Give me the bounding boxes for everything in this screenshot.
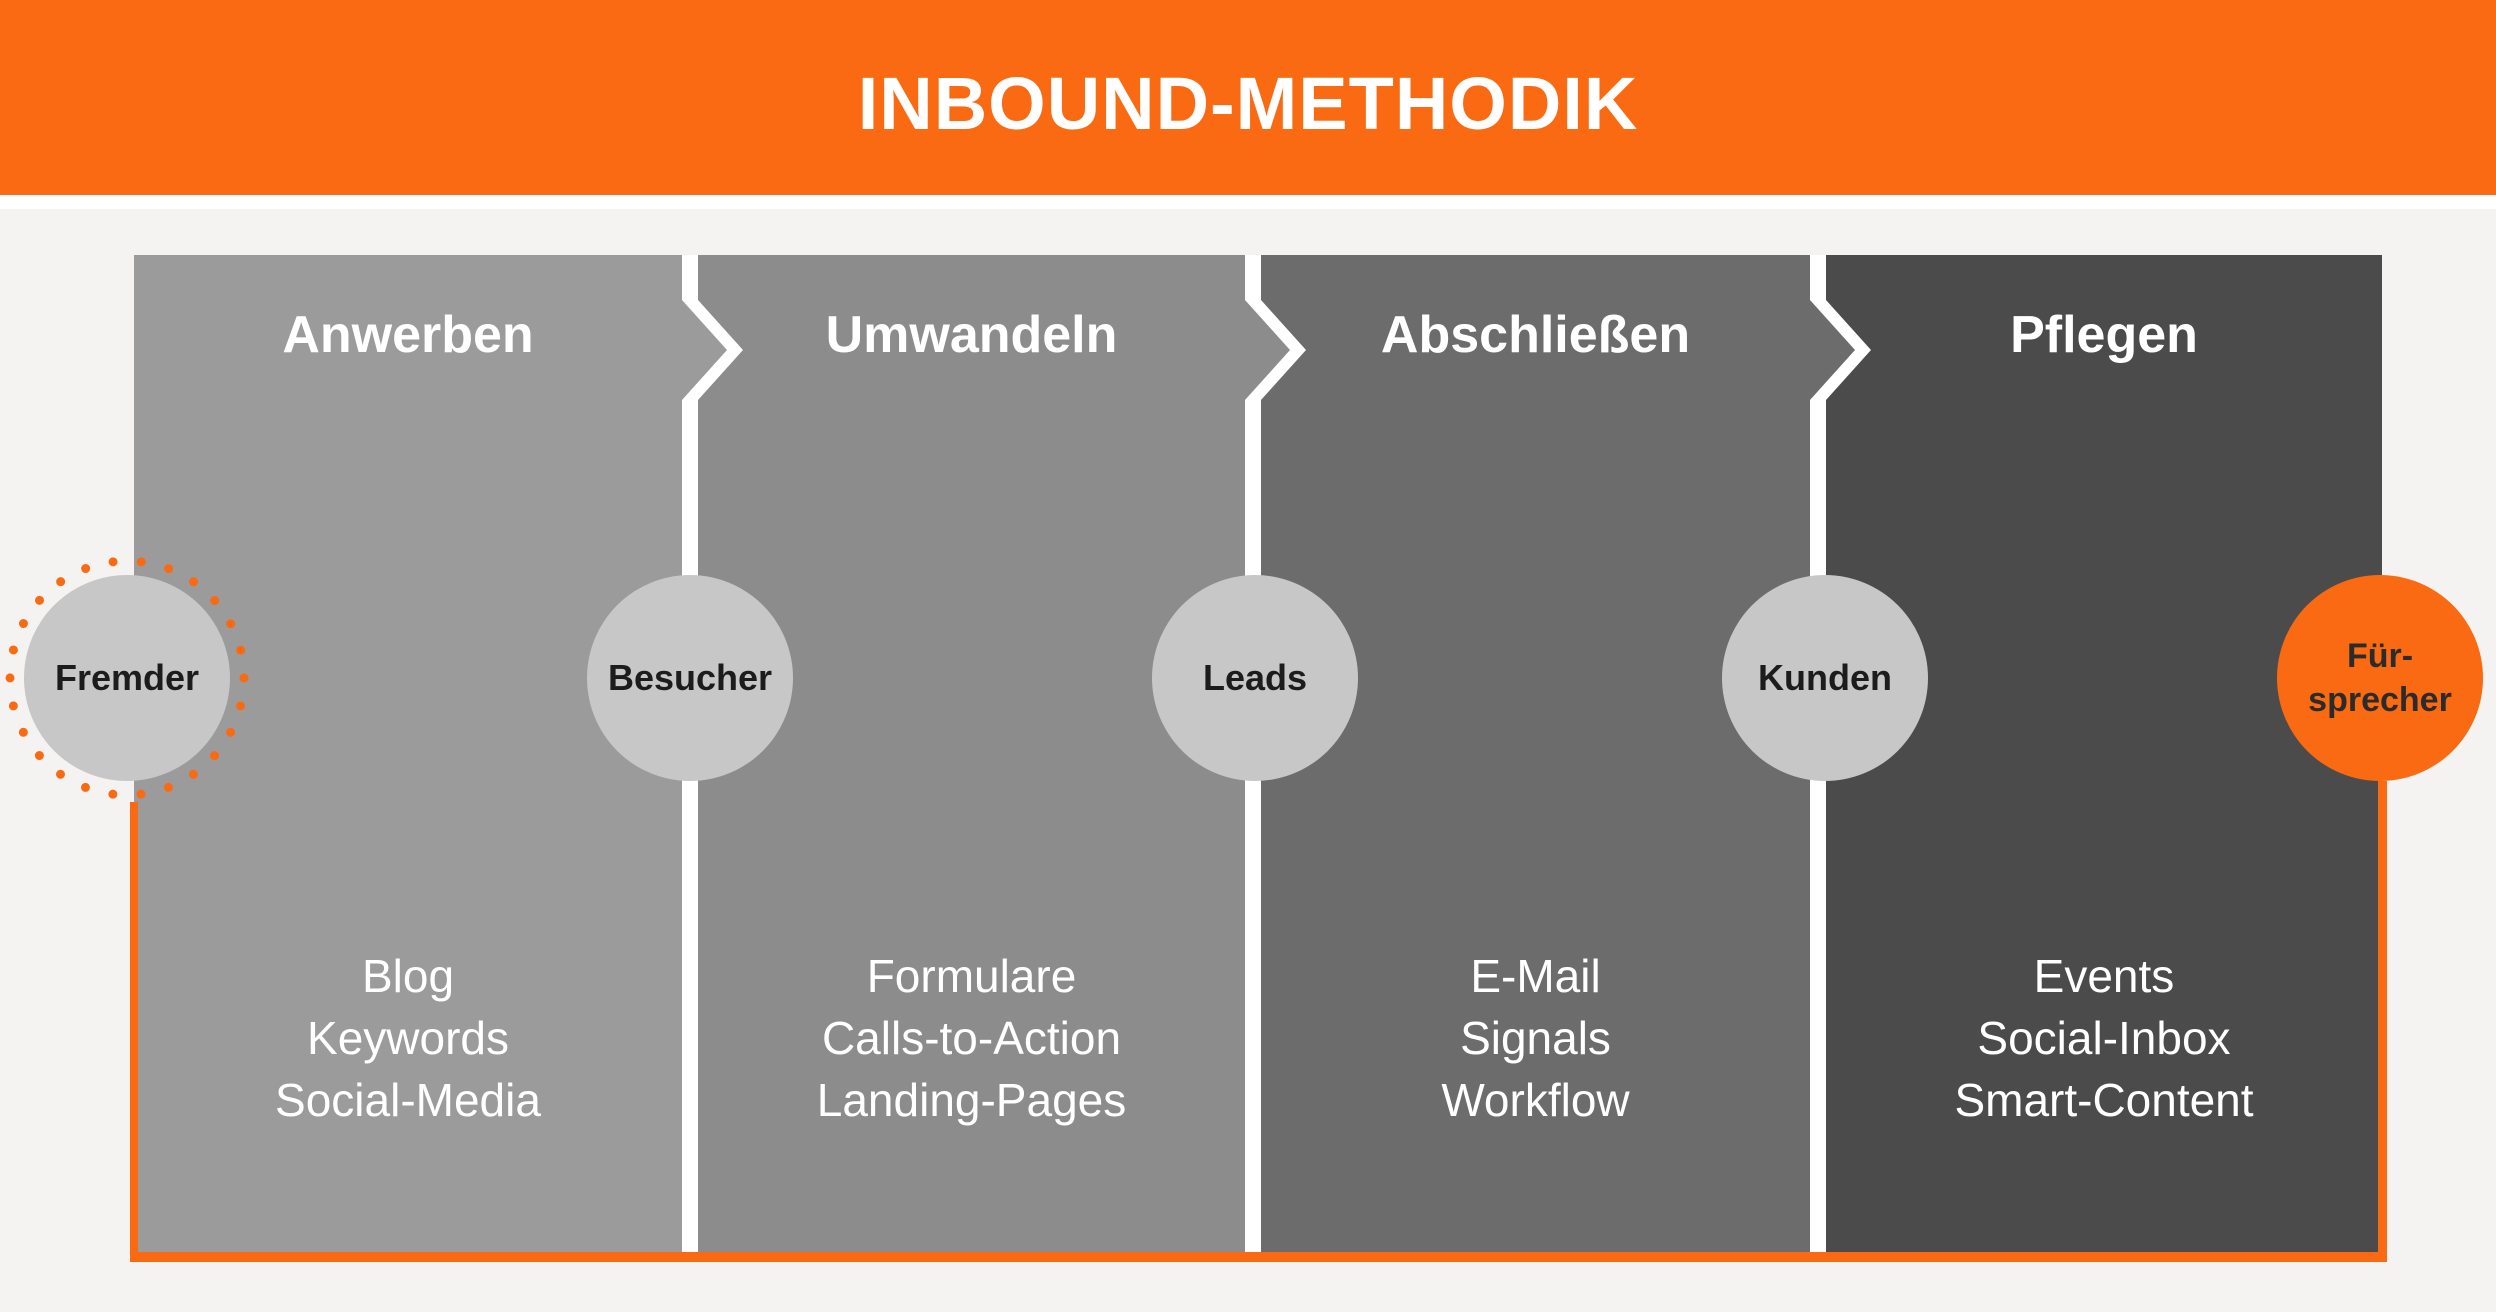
stage-item: E-Mail (1470, 950, 1601, 1002)
stage-item-list: Events Social-Inbox Smart-Content (1826, 945, 2382, 1131)
frame-line-right (2378, 781, 2387, 1262)
frame-line-bottom (130, 1252, 2387, 1262)
dotted-ring-icon (5, 556, 249, 800)
stage-item: Signals (1460, 1012, 1611, 1064)
milestone-label: Besucher (607, 657, 773, 698)
stage-title: Anwerben (282, 306, 534, 364)
stage-item: Events (2033, 950, 2175, 1002)
frame-line-left (130, 802, 138, 1262)
stage-item: Landing-Pages (816, 1074, 1127, 1126)
stage-item: Social-Inbox (1977, 1012, 2231, 1064)
stage-item-list: Formulare Calls-to-Action Landing-Pages (698, 945, 1245, 1131)
stage-item: Keywords (307, 1012, 509, 1064)
stage-title: Pflegen (2010, 306, 2198, 364)
stage-item: Social-Media (275, 1074, 541, 1126)
milestone-label-line2: sprecher (2308, 681, 2452, 719)
stage-title: Umwandeln (825, 306, 1118, 364)
stage-item: Blog (361, 950, 455, 1002)
milestone-circle-fuersprecher: Für- sprecher (2277, 575, 2483, 781)
milestone-label: Leads (1202, 657, 1308, 698)
milestone-label-line1: Für- (2346, 637, 2414, 675)
page-title: INBOUND-METHODIK (857, 62, 1639, 145)
milestone-circle-kunden: Kunden (1722, 575, 1928, 781)
milestone-label: Fremder (54, 657, 200, 698)
stage-item: Calls-to-Action (821, 1012, 1122, 1064)
milestone-circle-besucher: Besucher (587, 575, 793, 781)
stage-title: Abschließen (1380, 306, 1691, 364)
milestone-circle-fremder: Fremder (24, 575, 230, 781)
stage-item: Formulare (866, 950, 1077, 1002)
milestone-circle-leads: Leads (1152, 575, 1358, 781)
stage-item-list: E-Mail Signals Workflow (1261, 945, 1810, 1131)
stage-item: Smart-Content (1954, 1074, 2254, 1126)
title-banner: INBOUND-METHODIK (0, 0, 2496, 195)
banner-divider (0, 195, 2496, 209)
milestone-label: Kunden (1758, 657, 1892, 698)
stage-item: Workflow (1441, 1074, 1630, 1126)
stage-item-list: Blog Keywords Social-Media (134, 945, 682, 1131)
stage-panel-pflegen: Pflegen Events Social-Inbox Smart-Conten… (1826, 255, 2382, 1252)
